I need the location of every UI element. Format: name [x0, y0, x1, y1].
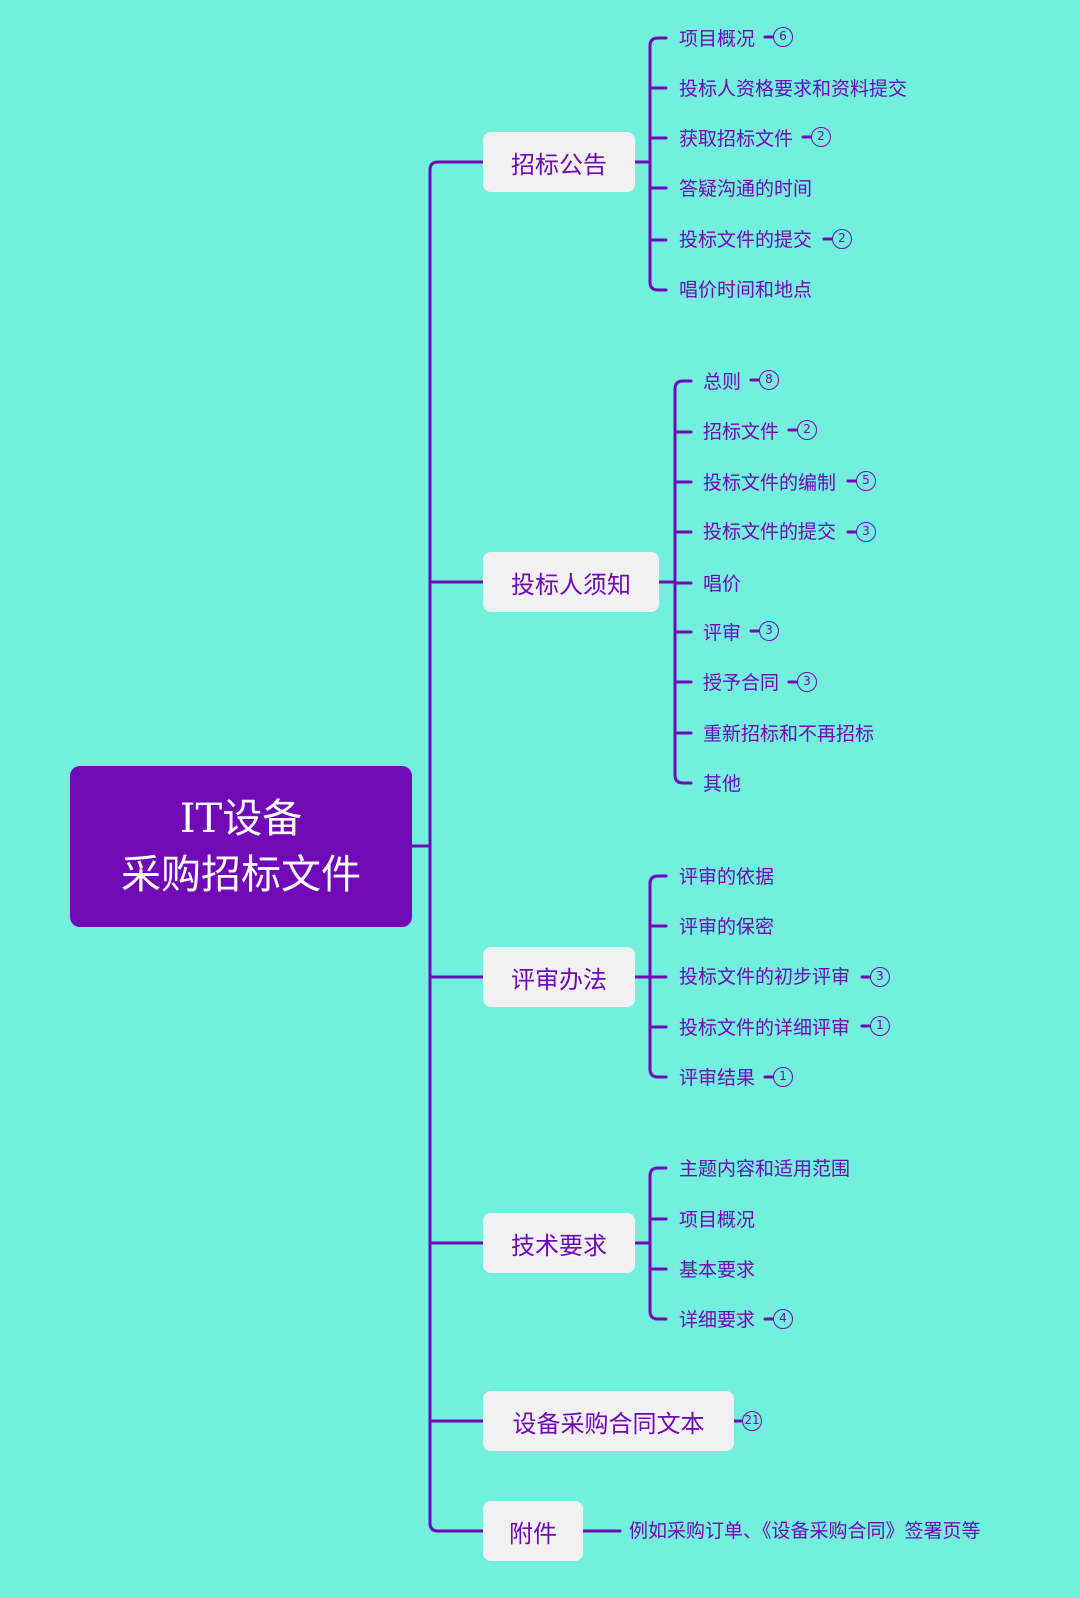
collapsed-count-badge[interactable]: 5 [856, 471, 876, 491]
leaf-node[interactable]: 评审的保密 [679, 916, 775, 938]
leaf-node[interactable]: 其他 [703, 773, 742, 795]
leaf-connector [648, 1309, 668, 1321]
leaf-node[interactable]: 投标文件的提交 [679, 229, 813, 251]
leaf-node[interactable]: 授予合同 [703, 672, 780, 694]
collapsed-count-badge[interactable]: 3 [870, 967, 890, 987]
collapsed-count-badge[interactable]: 21 [742, 1411, 762, 1431]
collapsed-count-badge[interactable]: 3 [856, 522, 876, 542]
collapsed-count-badge[interactable]: 2 [811, 127, 831, 147]
collapsed-count-badge[interactable]: 3 [797, 672, 817, 692]
branch-node-contract-text[interactable]: 设备采购合同文本 [483, 1391, 734, 1451]
branch-label: 投标人须知 [511, 570, 631, 599]
collapsed-count-badge[interactable]: 4 [773, 1309, 793, 1329]
collapsed-count-badge[interactable]: 8 [759, 370, 779, 390]
root-node[interactable]: IT设备 采购招标文件 [70, 766, 412, 927]
leaf-connector [648, 36, 668, 48]
branch-node-attachments[interactable]: 附件 [483, 1501, 583, 1561]
leaf-node[interactable]: 重新招标和不再招标 [703, 723, 875, 745]
leaf-node[interactable]: 评审的依据 [679, 866, 775, 888]
collapsed-count-badge[interactable]: 2 [797, 420, 817, 440]
collapsed-count-badge[interactable]: 1 [870, 1016, 890, 1036]
branch-label: 技术要求 [511, 1231, 607, 1260]
leaf-node[interactable]: 投标文件的提交 [703, 521, 837, 543]
collapsed-count-badge[interactable]: 2 [832, 229, 852, 249]
leaf-node[interactable]: 投标文件的编制 [703, 472, 837, 494]
leaf-node[interactable]: 基本要求 [679, 1259, 756, 1281]
leaf-node[interactable]: 主题内容和适用范围 [679, 1158, 851, 1180]
branch-connector [428, 1521, 485, 1533]
branch-connector [428, 160, 485, 172]
branch-label: 评审办法 [511, 965, 607, 994]
branch-label: 招标公告 [511, 150, 607, 179]
leaf-node[interactable]: 项目概况 [679, 28, 756, 50]
branch-node-evaluation-method[interactable]: 评审办法 [483, 947, 635, 1007]
leaf-node[interactable]: 投标人资格要求和资料提交 [679, 78, 908, 100]
collapsed-count-badge[interactable]: 1 [773, 1067, 793, 1087]
branch-label: 设备采购合同文本 [512, 1409, 705, 1438]
leaf-connector [648, 1067, 668, 1079]
leaf-node[interactable]: 评审结果 [679, 1067, 756, 1089]
leaf-node[interactable]: 评审 [703, 622, 742, 644]
root-title-line-2: 采购招标文件 [121, 851, 361, 898]
leaf-node[interactable]: 唱价 [703, 573, 742, 595]
leaf-node[interactable]: 投标文件的详细评审 [679, 1017, 851, 1039]
leaf-connector [648, 1166, 668, 1178]
leaf-node[interactable]: 获取招标文件 [679, 128, 794, 150]
leaf-connector [673, 379, 693, 391]
collapsed-count-badge[interactable]: 3 [759, 621, 779, 641]
leaf-node[interactable]: 投标文件的初步评审 [679, 966, 851, 988]
leaf-connector [648, 874, 668, 886]
leaf-node[interactable]: 唱价时间和地点 [679, 279, 813, 301]
leaf-node[interactable]: 招标文件 [703, 421, 780, 443]
collapsed-count-badge[interactable]: 6 [773, 27, 793, 47]
root-title-line-1: IT设备 [179, 795, 303, 842]
leaf-node[interactable]: 详细要求 [679, 1309, 756, 1331]
leaf-connector [648, 280, 668, 292]
leaf-node[interactable]: 项目概况 [679, 1209, 756, 1231]
leaf-node[interactable]: 答疑沟通的时间 [679, 178, 813, 200]
branch-label: 附件 [509, 1519, 557, 1548]
branch-node-tender-notice[interactable]: 招标公告 [483, 132, 635, 192]
leaf-node[interactable]: 总则 [703, 371, 742, 393]
leaf-node[interactable]: 例如采购订单、《设备采购合同》签署页等 [629, 1520, 981, 1542]
branch-node-technical-requirements[interactable]: 技术要求 [483, 1213, 635, 1273]
branch-node-bidder-instructions[interactable]: 投标人须知 [483, 552, 659, 612]
leaf-connector [673, 773, 693, 785]
